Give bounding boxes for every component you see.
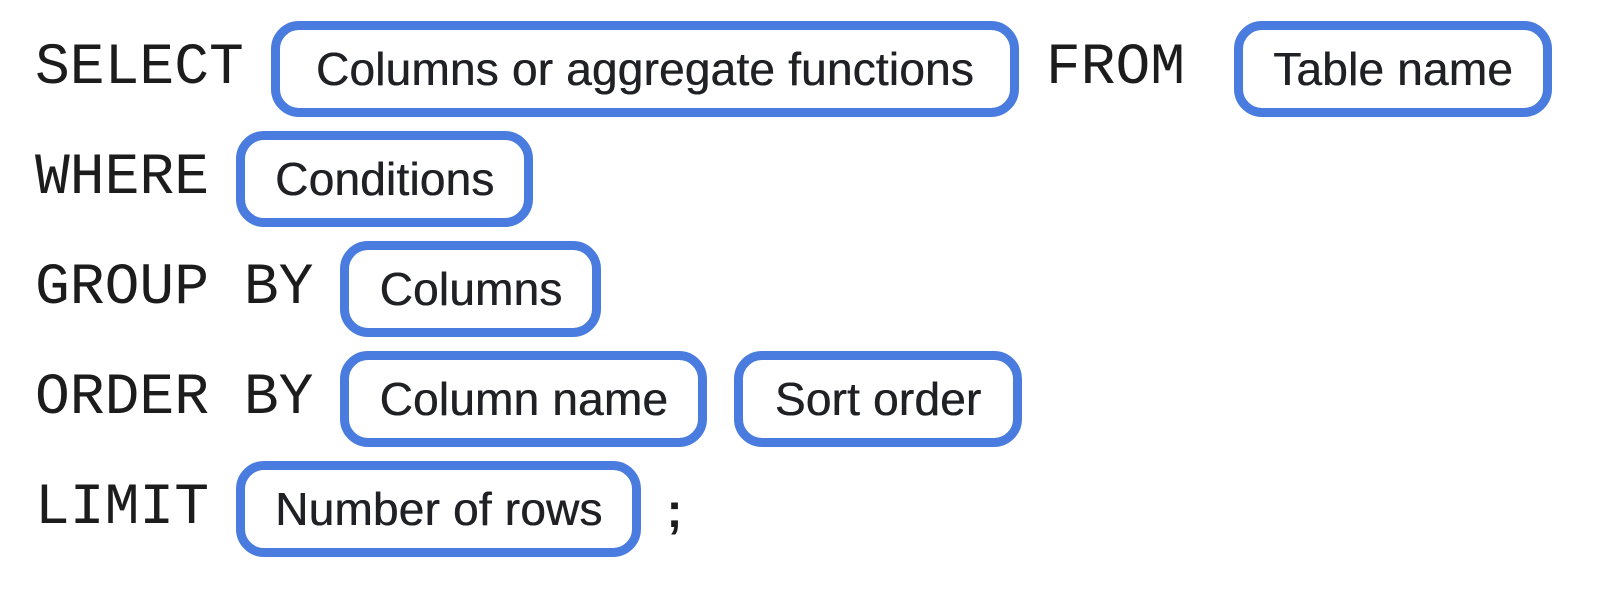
pill-label: Conditions xyxy=(275,153,495,205)
pill-label: Columns or aggregate functions xyxy=(315,43,974,95)
placeholder-pill-columns-or-aggregate-functions: Columns or aggregate functions xyxy=(270,21,1019,117)
keyword-select: SELECT xyxy=(35,36,244,101)
clause-row-order-by: ORDER BY Column name Sort order xyxy=(35,351,1600,447)
pill-label: Columns xyxy=(379,263,563,315)
keyword-where: WHERE xyxy=(35,146,210,211)
placeholder-pill-number-of-rows: Number of rows xyxy=(236,461,642,557)
clause-row-group-by: GROUP BY Columns xyxy=(35,241,1600,337)
keyword-group-by: GROUP BY xyxy=(35,256,314,321)
placeholder-pill-table-name: Table name xyxy=(1234,21,1552,117)
keyword-limit: LIMIT xyxy=(35,476,210,541)
pill-label: Sort order xyxy=(774,373,982,425)
pill-label: Table name xyxy=(1273,43,1513,95)
statement-terminator-semicolon: ; xyxy=(666,485,683,538)
placeholder-pill-conditions: Conditions xyxy=(236,131,534,227)
placeholder-pill-columns: Columns xyxy=(340,241,602,337)
pill-label: Number of rows xyxy=(275,483,603,535)
clause-row-limit: LIMIT Number of rows ; xyxy=(35,461,1600,557)
placeholder-pill-sort-order: Sort order xyxy=(734,351,1023,447)
placeholder-pill-column-name: Column name xyxy=(340,351,708,447)
pill-label: Column name xyxy=(379,373,669,425)
keyword-order-by: ORDER BY xyxy=(35,366,314,431)
keyword-from: FROM xyxy=(1045,36,1186,101)
clause-row-where: WHERE Conditions xyxy=(35,131,1600,227)
clause-row-select: SELECT Columns or aggregate functions FR… xyxy=(35,21,1600,117)
